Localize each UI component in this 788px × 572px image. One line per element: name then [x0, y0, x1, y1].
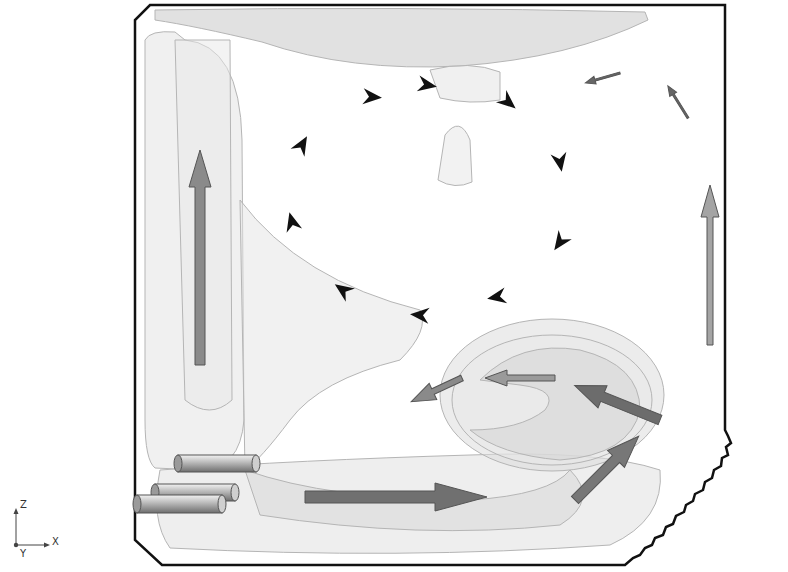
circulation-arrowheads — [282, 76, 572, 324]
axis-triad — [14, 508, 51, 548]
axis-label: X — [52, 537, 59, 547]
velocity-arrows — [189, 69, 719, 511]
axis-label: Z — [20, 500, 27, 510]
axis-label: Y — [20, 549, 26, 559]
inlet-nozzles — [133, 455, 260, 513]
vessel-outline — [135, 5, 731, 565]
iso-surfaces — [145, 8, 664, 553]
